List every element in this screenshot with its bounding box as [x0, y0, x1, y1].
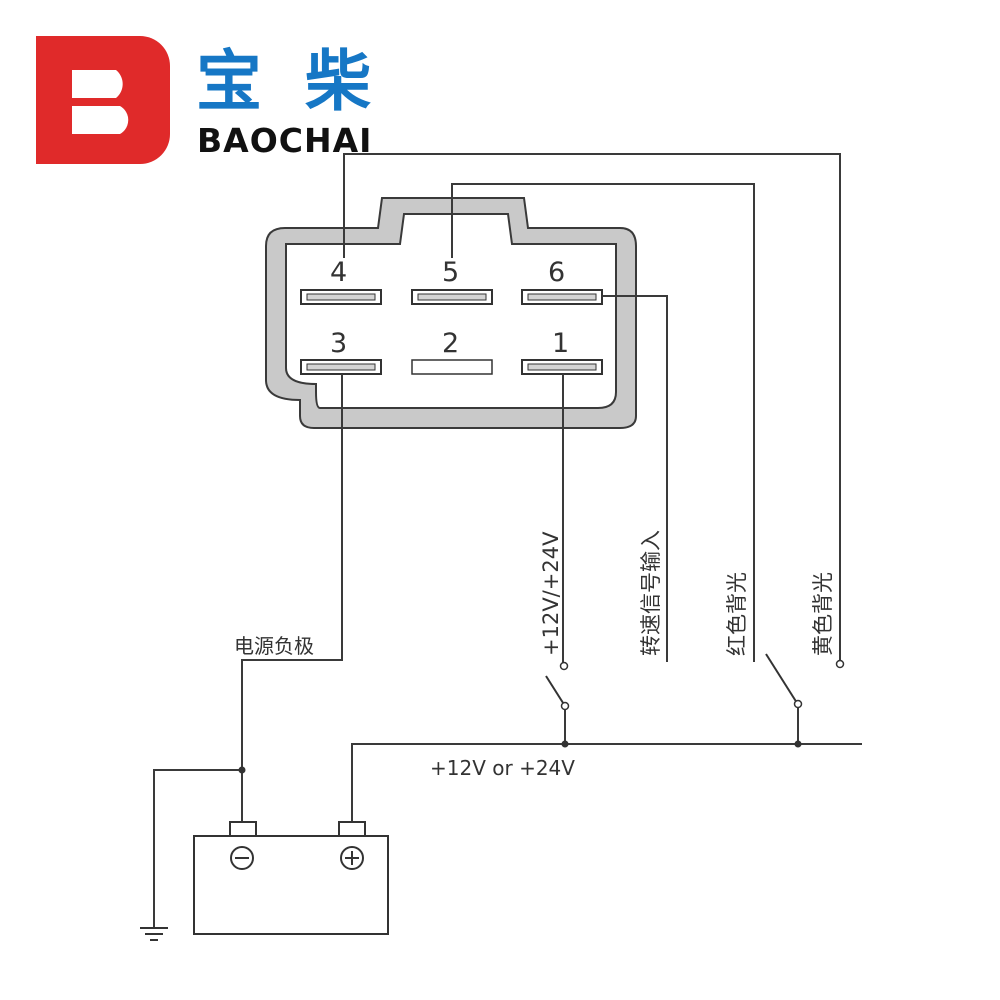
- brand-name-cn: 宝 柴: [196, 43, 381, 120]
- pin-number-5: 5: [442, 257, 459, 288]
- pin-slot-1: [521, 359, 603, 375]
- wire-pin5-red: [451, 183, 755, 662]
- label-supply-voltage: +12V/+24V: [539, 531, 563, 656]
- battery-positive-terminal: [338, 821, 366, 837]
- wire-pin4-yellow: [343, 153, 841, 662]
- label-yellow-backlight: 黄色背光: [811, 572, 835, 656]
- logo-mark-b-cutout: [72, 70, 129, 134]
- pin-number-6: 6: [548, 257, 565, 288]
- minus-circle-icon: [230, 846, 254, 870]
- pin-slot-6: [521, 289, 603, 305]
- backlight-switch: [765, 653, 845, 748]
- connector-pins: 4 5 6 3 2 1: [300, 257, 603, 375]
- pin-slot-3: [300, 359, 382, 375]
- label-supply-bus: +12V or +24V: [430, 756, 575, 780]
- wire-pin3-negative: [241, 374, 343, 822]
- pin-number-3: 3: [330, 328, 347, 359]
- wire-positive-bus: [351, 743, 862, 822]
- baochai-logo: 宝 柴 BAOCHAI: [36, 36, 381, 164]
- ground-junction: [238, 766, 246, 774]
- plus-circle-icon: [340, 846, 364, 870]
- logo-mark-icon: [36, 36, 170, 164]
- wire-ground-branch: [153, 769, 242, 928]
- battery: [193, 821, 389, 935]
- ground-icon: [140, 927, 168, 941]
- pin-number-1: 1: [552, 328, 569, 359]
- wires: [153, 153, 862, 928]
- wire-pin6-speed: [603, 295, 668, 662]
- pin-number-2: 2: [442, 328, 459, 359]
- label-power-negative: 电源负极: [234, 634, 314, 658]
- label-speed-signal-input: 转速信号输入: [639, 530, 663, 656]
- pin-slot-5: [411, 289, 493, 305]
- pin-number-4: 4: [330, 257, 347, 288]
- battery-negative-terminal: [229, 821, 257, 837]
- label-red-backlight: 红色背光: [725, 572, 749, 656]
- pin-slot-4: [300, 289, 382, 305]
- brand-name-en: BAOCHAI: [197, 121, 372, 160]
- battery-body: [193, 835, 389, 935]
- pin-slot-2: [411, 359, 493, 375]
- supply-switch: [545, 661, 570, 748]
